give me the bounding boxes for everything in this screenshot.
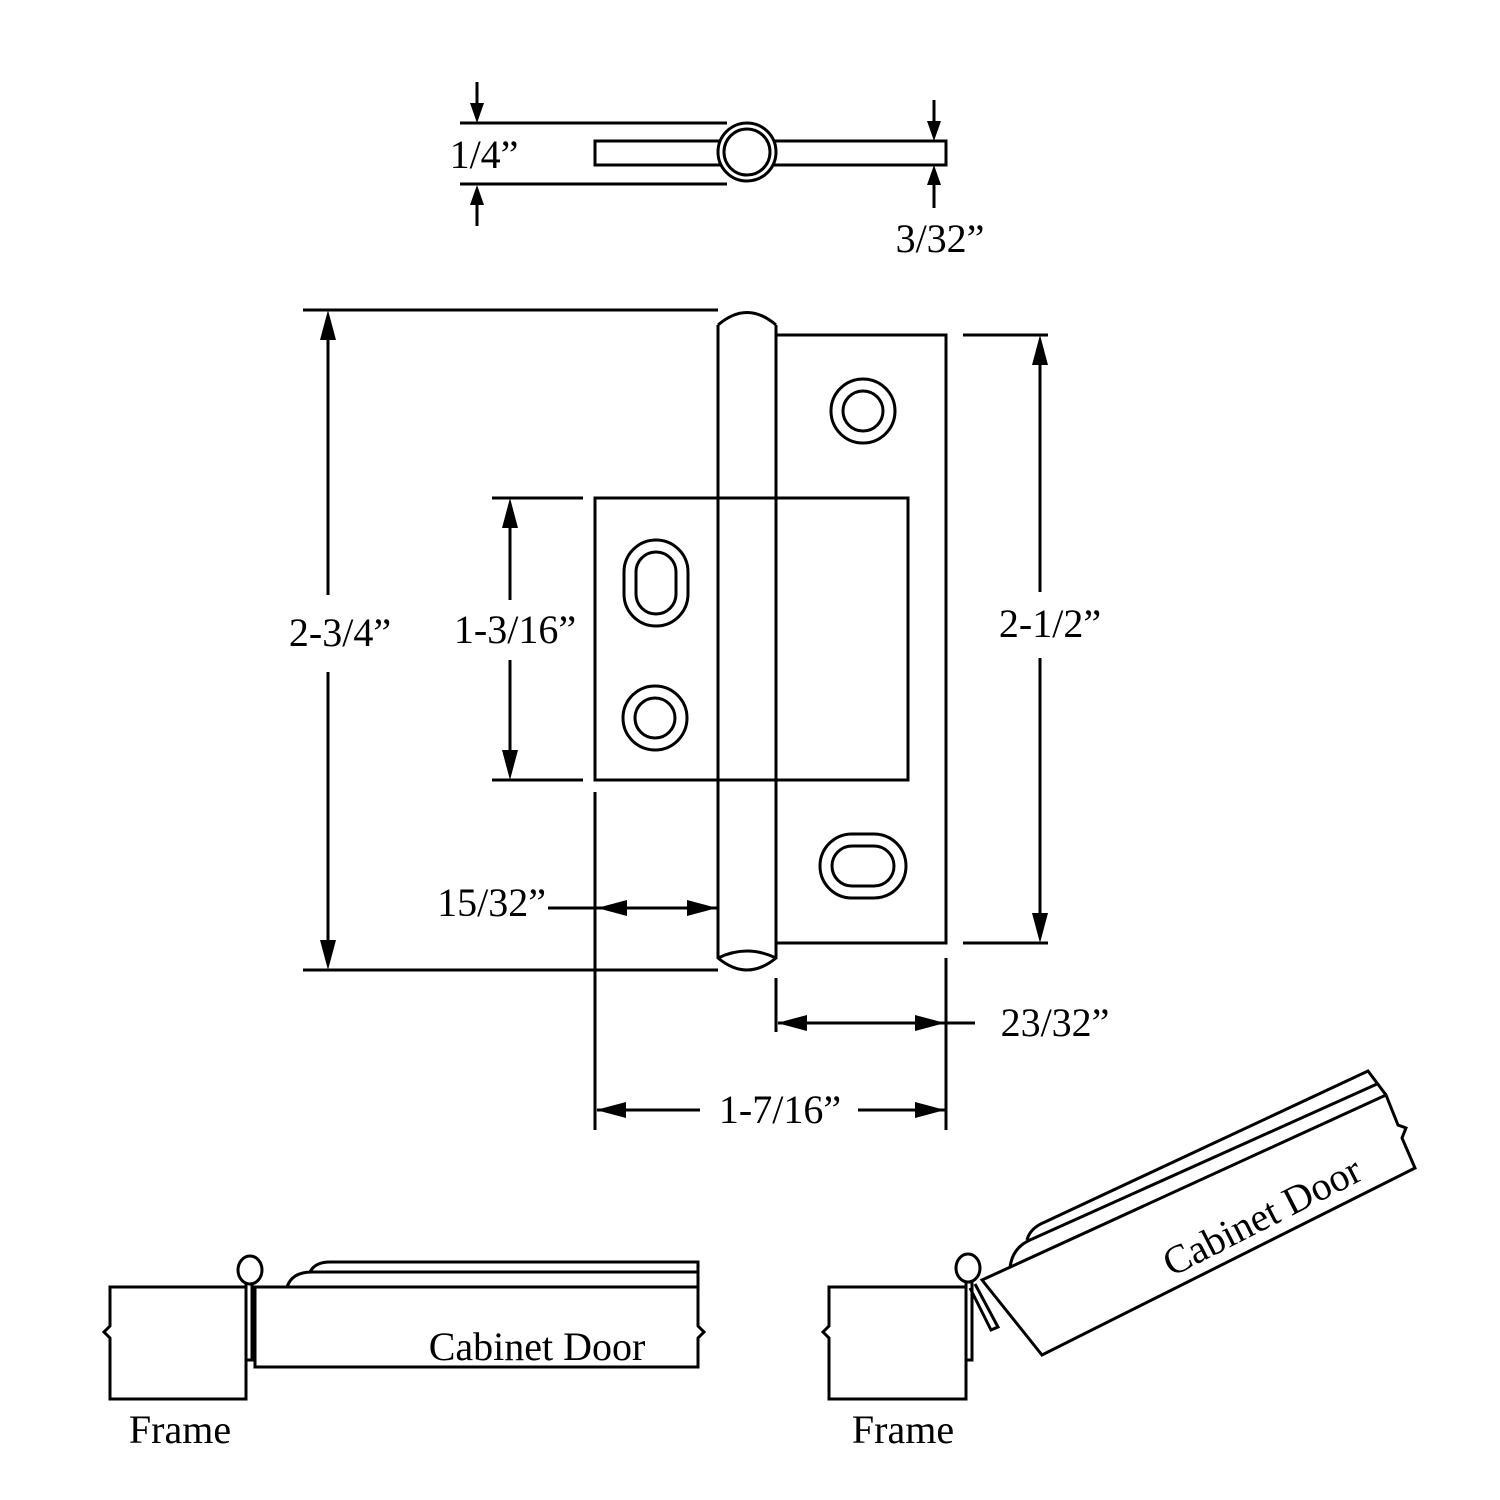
slotted-hole (818, 832, 908, 900)
door-molding (1008, 1069, 1388, 1269)
top-view: 1/4” 3/32” (450, 82, 985, 261)
dimension-lines (303, 308, 1048, 1130)
hinge-barrel-outer (716, 121, 778, 183)
dim-leaf-thickness: 3/32” (896, 216, 985, 261)
hinge-leaf (244, 1280, 254, 1362)
hinge-leaf (964, 1280, 974, 1362)
front-view: 2-3/4” 1-3/16” 2-1/2” 15/32” 23/32” 1-7/… (289, 308, 1110, 1132)
open-door-view: Cabinet Door Frame (820, 1069, 1417, 1452)
hinge-pin (954, 1252, 982, 1284)
hinge-barrel-inner (722, 127, 772, 177)
dim-outer-leaf-height: 2-1/2” (999, 601, 1101, 646)
open-door-label: Cabinet Door (1155, 1147, 1368, 1285)
cabinet-door (979, 1092, 1417, 1357)
dim-overall-width: 1-7/16” (719, 1087, 841, 1132)
dim-outer-leaf-width: 23/32” (1001, 1000, 1110, 1045)
open-frame-label: Frame (852, 1407, 954, 1452)
dim-overall-height: 2-3/4” (289, 610, 391, 655)
screw-hole (829, 377, 897, 445)
door-molding (285, 1260, 700, 1288)
slotted-hole (622, 538, 690, 628)
hinge-leaf-open (968, 1283, 1001, 1332)
frame (820, 1285, 968, 1401)
hinge-pin (236, 1254, 264, 1286)
inner-leaf (593, 496, 910, 782)
dim-inner-leaf-height: 1-3/16” (454, 607, 576, 652)
closed-door-label: Cabinet Door (429, 1324, 646, 1369)
dim-closed-thickness: 1/4” (450, 132, 519, 177)
closed-door-view: Cabinet Door Frame (101, 1254, 707, 1452)
dimension-arrow-thickness (470, 82, 941, 226)
dim-inner-leaf-offset: 15/32” (437, 880, 546, 925)
frame (101, 1285, 248, 1401)
closed-frame-label: Frame (129, 1407, 231, 1452)
screw-hole (621, 684, 689, 752)
cabinet-door (253, 1285, 707, 1369)
